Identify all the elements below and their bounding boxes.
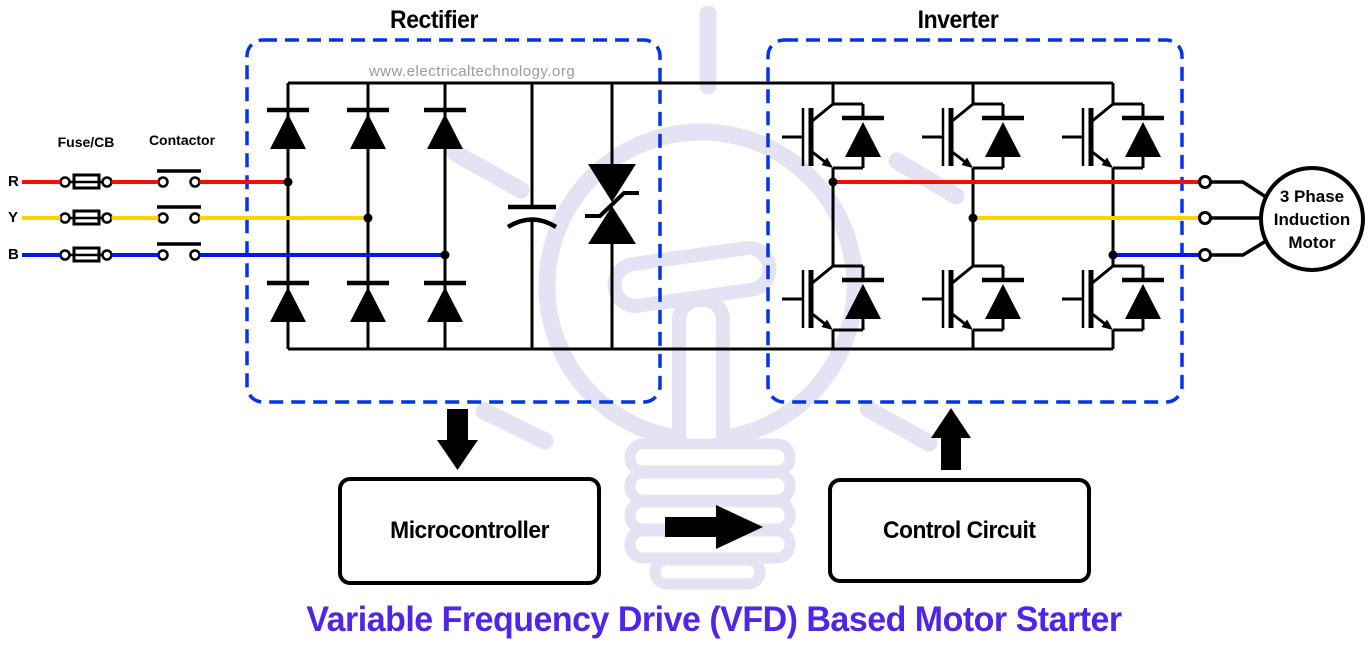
diode-icon xyxy=(267,283,309,322)
inverter-dashed-box xyxy=(766,38,1184,404)
phase-label-y: Y xyxy=(8,209,19,226)
motor-icon xyxy=(1259,166,1365,272)
fist-finger xyxy=(624,467,796,506)
tvs-diode-icon xyxy=(585,83,639,349)
rectifier-section-title: Rectifier xyxy=(390,6,478,34)
fuse-icon xyxy=(59,209,113,226)
motor-label-line3: Motor xyxy=(1288,233,1336,252)
rectifier-dashed-box xyxy=(245,38,662,404)
output-terminals xyxy=(1198,175,1212,262)
right-arrow-icon xyxy=(665,505,763,549)
capacitor-icon xyxy=(506,83,558,349)
diode-icon xyxy=(424,283,466,322)
bulb-logo-watermark xyxy=(446,5,965,590)
bulb-ray-upper-right xyxy=(888,152,965,205)
junction-dot xyxy=(363,213,373,223)
control-circuit-box: Control Circuit xyxy=(828,478,1091,583)
junction-dot xyxy=(1108,250,1118,260)
watermark-text: www.electricaltechnology.org xyxy=(368,63,576,80)
contactor-label: Contactor xyxy=(148,132,216,148)
bulb-ray-upper-left xyxy=(446,144,530,199)
motor-label: 3 Phase Induction Motor xyxy=(1274,185,1350,254)
circuit-wiring xyxy=(59,81,1365,351)
contactor-icon xyxy=(155,242,203,262)
terminal-circle xyxy=(1198,248,1212,262)
fist-finger xyxy=(624,438,796,477)
diode-icon xyxy=(424,110,466,149)
junction-dot xyxy=(968,213,978,223)
terminal-circle xyxy=(1198,211,1212,225)
junction-dot xyxy=(828,177,838,187)
bulb-ray-lower-left xyxy=(475,402,554,450)
down-arrow-icon xyxy=(437,409,478,470)
fuse-icon xyxy=(59,246,113,263)
igbt-icon xyxy=(1062,266,1164,330)
fuse-icon xyxy=(59,173,113,190)
igbt-icon xyxy=(922,266,1024,330)
diode-icon xyxy=(347,283,389,322)
igbt-icon xyxy=(922,104,1024,168)
diode-icon xyxy=(347,110,389,149)
microcontroller-box: Microcontroller xyxy=(338,477,601,585)
contactor-icon xyxy=(155,205,203,225)
bulb-ray-lower-right xyxy=(859,400,938,452)
motor-lead xyxy=(1210,180,1267,199)
contactor-icon xyxy=(155,169,203,189)
diode-icon xyxy=(267,110,309,149)
inverter-section-title: Inverter xyxy=(917,6,999,34)
inverter-leg xyxy=(782,83,884,349)
junction-dot xyxy=(283,177,293,187)
motor-lead xyxy=(1210,239,1267,257)
flow-arrows xyxy=(437,408,971,549)
phase-label-r: R xyxy=(8,173,19,190)
control-circuit-label: Control Circuit xyxy=(883,516,1036,544)
junction-dot xyxy=(440,250,450,260)
fist-base xyxy=(649,554,766,590)
fuse-cb-label: Fuse/CB xyxy=(57,134,115,150)
up-arrow-icon xyxy=(931,408,971,470)
bulb-stem xyxy=(672,293,730,467)
igbt-icon xyxy=(1062,104,1164,168)
phase-label-b: B xyxy=(8,246,19,263)
igbt-icon xyxy=(782,266,884,330)
motor-label-line1: 3 Phase xyxy=(1279,187,1345,206)
phase-wires xyxy=(22,180,1199,257)
terminal-circle xyxy=(1198,175,1212,189)
page-title: Variable Frequency Drive (VFD) Based Mot… xyxy=(306,600,1122,639)
motor-label-line2: Induction xyxy=(1273,210,1351,229)
rectifier-leg xyxy=(424,83,466,349)
microcontroller-label: Microcontroller xyxy=(390,517,549,544)
junction-dots xyxy=(283,177,1118,260)
